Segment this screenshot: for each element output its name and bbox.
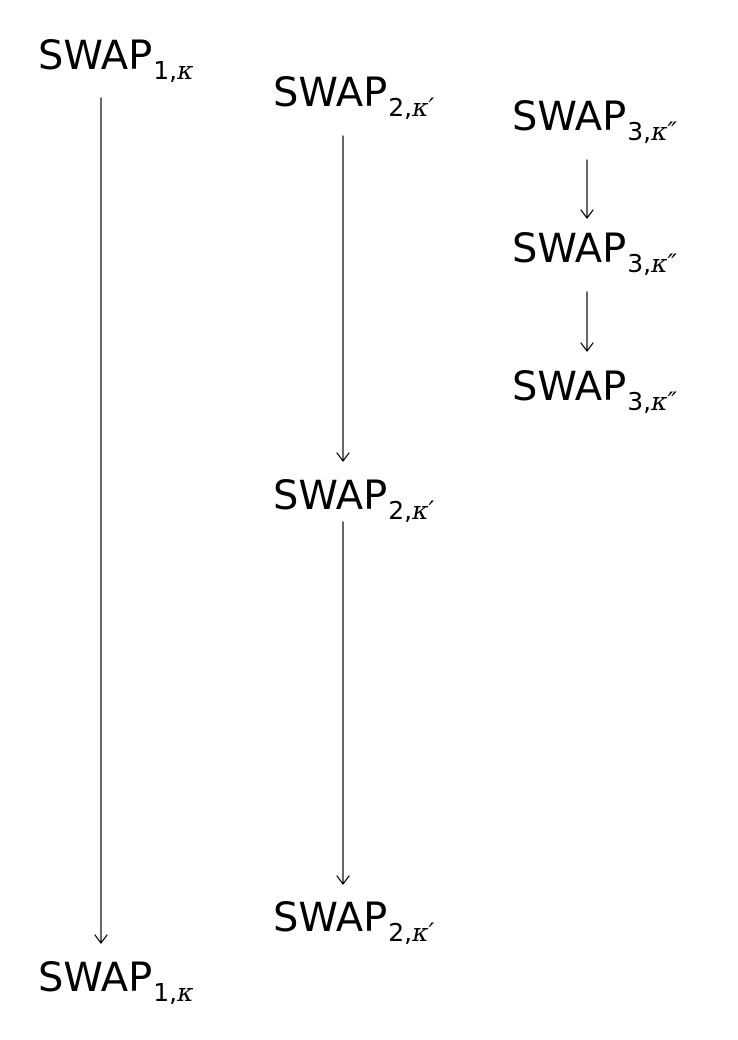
arrow-swap2-top-to-middle: [336, 135, 350, 462]
node-kappa: κ: [177, 56, 194, 85]
swap-2-bottom-node: SWAP2,κ′: [273, 895, 434, 945]
node-kappa: κ′: [412, 918, 435, 947]
node-subscript: 3,κ″: [627, 249, 677, 278]
node-base-label: SWAP: [273, 70, 388, 116]
node-index: 3: [627, 249, 644, 278]
node-index: 1: [153, 56, 170, 85]
swap-3-top-node: SWAP3,κ″: [512, 94, 677, 144]
node-base-label: SWAP: [273, 473, 388, 519]
node-index: 1: [153, 978, 170, 1007]
node-index: 2: [388, 93, 405, 122]
node-base-label: SWAP: [512, 226, 627, 272]
node-subscript: 1,κ: [153, 978, 194, 1007]
node-index: 3: [627, 117, 644, 146]
swap-2-middle-node: SWAP2,κ′: [273, 473, 434, 523]
node-subscript: 1,κ: [153, 56, 194, 85]
arrow-swap3-middle-to-bottom: [580, 291, 594, 352]
node-kappa: κ″: [651, 117, 677, 146]
node-subscript: 2,κ′: [388, 93, 435, 122]
node-subscript: 2,κ′: [388, 918, 435, 947]
node-base-label: SWAP: [38, 955, 153, 1001]
node-kappa: κ″: [651, 387, 677, 416]
node-subscript: 3,κ″: [627, 117, 677, 146]
node-subscript: 2,κ′: [388, 496, 435, 525]
node-index: 3: [627, 387, 644, 416]
node-base-label: SWAP: [512, 94, 627, 140]
node-kappa: κ: [177, 978, 194, 1007]
node-index: 2: [388, 918, 405, 947]
arrow-swap3-top-to-middle: [580, 159, 594, 219]
swap-3-middle-node: SWAP3,κ″: [512, 226, 677, 276]
arrow-swap1-top-to-bottom: [94, 97, 108, 944]
node-base-label: SWAP: [512, 364, 627, 410]
swap-3-bottom-node: SWAP3,κ″: [512, 364, 677, 414]
node-index: 2: [388, 496, 405, 525]
node-base-label: SWAP: [38, 33, 153, 79]
node-kappa: κ″: [651, 249, 677, 278]
node-base-label: SWAP: [273, 895, 388, 941]
node-subscript: 3,κ″: [627, 387, 677, 416]
node-kappa: κ′: [412, 496, 435, 525]
swap-1-top-node: SWAP1,κ: [38, 33, 194, 83]
swap-1-bottom-node: SWAP1,κ: [38, 955, 194, 1005]
node-kappa: κ′: [412, 93, 435, 122]
swap-2-top-node: SWAP2,κ′: [273, 70, 434, 120]
arrow-swap2-middle-to-bottom: [336, 521, 350, 885]
